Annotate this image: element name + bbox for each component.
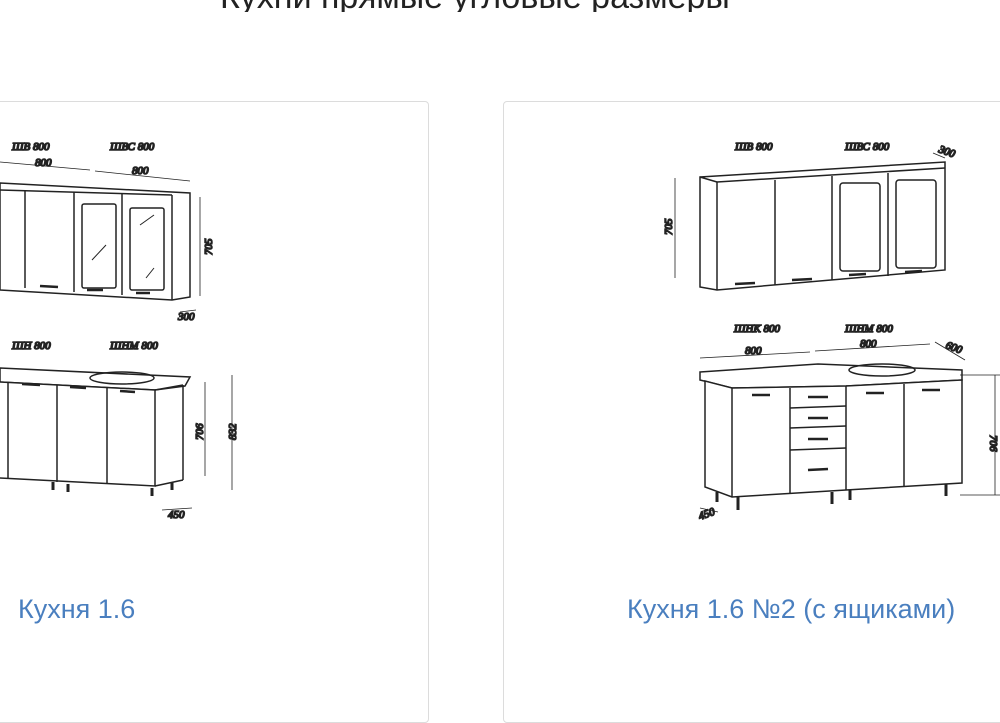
dim-upper-height: 705 (203, 238, 215, 255)
dim-lower-height: 706 (194, 423, 206, 440)
label-shvs-800: ШВС 800 (844, 141, 890, 153)
label-shv-800: ШВ 800 (11, 141, 50, 153)
lower-cabinets (0, 367, 233, 511)
page-heading: Кухни прямые угловые размеры (0, 0, 1000, 12)
upper-cabinets (0, 161, 201, 313)
lower-cabinets (699, 341, 1000, 513)
dim-lower-depth-top: 600 (944, 340, 964, 357)
dim-upper-height: 705 (663, 218, 675, 235)
kitchen-1-6-no2-drawing[interactable]: ШВ 800 ШВС 800 300 705 ШНК 800 ШНМ 800 8… (662, 140, 1000, 524)
product-drawings: ШВ 800 ШВС 800 800 800 705 300 ШН 800 ШН… (0, 140, 1000, 524)
dim-upper-width-2: 800 (132, 165, 149, 177)
page-heading-text: Кухни прямые угловые размеры (220, 0, 730, 12)
product-title-link[interactable]: Кухня 1.6 (18, 594, 136, 624)
label-shv-800: ШВ 800 (734, 141, 773, 153)
dim-lower-width-2: 800 (860, 338, 877, 350)
dim-upper-width-1: 800 (35, 157, 52, 169)
label-shvs-800: ШВС 800 (109, 141, 155, 153)
label-shnk-800: ШНК 800 (733, 323, 780, 335)
dim-total-height: 832 (227, 423, 239, 440)
dim-lower-depth: 450 (697, 506, 717, 523)
dim-lower-width-1: 800 (745, 345, 762, 357)
label-shnm-800: ШНМ 800 (109, 340, 158, 352)
upper-cabinets (674, 152, 946, 291)
product-title-link[interactable]: Кухня 1.6 №2 (с ящиками) (627, 594, 956, 624)
dim-upper-depth: 300 (177, 311, 195, 323)
label-shnm-800: ШНМ 800 (844, 323, 893, 335)
dim-upper-depth: 300 (936, 143, 957, 160)
dim-lower-height: 706 (987, 435, 999, 452)
label-shn-800: ШН 800 (11, 340, 51, 352)
kitchen-1-6-drawing[interactable]: ШВ 800 ШВС 800 800 800 705 300 ШН 800 ШН… (0, 140, 240, 522)
dim-lower-depth: 450 (168, 509, 185, 521)
